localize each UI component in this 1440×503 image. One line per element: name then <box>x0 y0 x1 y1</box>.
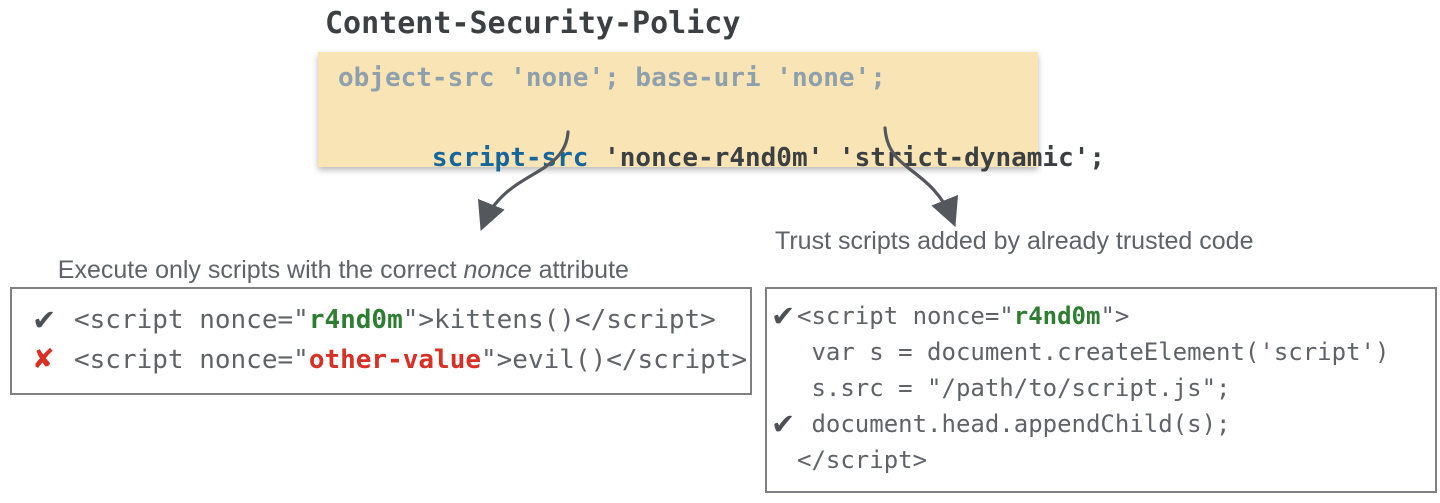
policy-line-script-src: script-src 'nonce-r4nd0m' 'strict-dynami… <box>338 98 1105 218</box>
code-line-script-close: </script> <box>767 442 1435 478</box>
left-arrow-icon <box>477 130 570 231</box>
check-icon: ✔ <box>32 303 57 337</box>
strict-dynamic-example-box: ✔ <script nonce="r4nd0m"> var s = docume… <box>765 287 1437 493</box>
cross-icon: ✘ <box>32 344 55 375</box>
nonce-value-highlight: r4nd0m <box>308 305 403 335</box>
code-line-allowed-script: ✔ <script nonce="r4nd0m">kittens()</scri… <box>12 300 750 340</box>
code-line-set-src: s.src = "/path/to/script.js"; <box>767 370 1435 406</box>
label-left-nonce-italic: nonce <box>463 256 532 284</box>
code-text: </script> <box>797 446 928 474</box>
check-icon: ✔ <box>771 299 796 333</box>
code-line-append-child: ✔ document.head.appendChild(s); <box>767 406 1435 442</box>
check-icon: ✔ <box>771 407 796 441</box>
label-left-after: attribute <box>531 256 629 284</box>
code-line-create-element: var s = document.createElement('script') <box>767 334 1435 370</box>
code-line-script-open: ✔ <script nonce="r4nd0m"> <box>767 298 1435 334</box>
code-text: <script nonce="other-value">evil()</scri… <box>74 345 748 375</box>
code-text: var s = document.createElement('script') <box>797 338 1390 366</box>
code-line-blocked-script: ✘ <script nonce="other-value">evil()</sc… <box>12 340 750 380</box>
policy-box: object-src 'none'; base-uri 'none'; scri… <box>318 52 1105 173</box>
code-text: <script nonce="r4nd0m">kittens()</script… <box>74 305 716 335</box>
label-left-before: Execute only scripts with the correct <box>57 256 464 284</box>
nonce-example-box: ✔ <script nonce="r4nd0m">kittens()</scri… <box>10 287 752 395</box>
script-src-value: 'nonce-r4nd0m' 'strict-dynamic'; <box>588 143 1106 173</box>
code-text: <script nonce="r4nd0m"> <box>797 302 1130 330</box>
code-text: document.head.appendChild(s); <box>797 410 1231 438</box>
wrong-nonce-highlight: other-value <box>308 345 481 375</box>
right-arrow-icon <box>883 126 959 227</box>
page-title: Content-Security-Policy <box>325 6 741 41</box>
code-text: s.src = "/path/to/script.js"; <box>797 374 1231 402</box>
policy-line-other-directives: object-src 'none'; base-uri 'none'; <box>338 63 886 93</box>
nonce-value-highlight: r4nd0m <box>1013 302 1101 330</box>
nonce-explanation-label: Execute only scripts with the correct no… <box>30 227 629 314</box>
strict-dynamic-explanation-label: Trust scripts added by already trusted c… <box>775 227 1254 255</box>
